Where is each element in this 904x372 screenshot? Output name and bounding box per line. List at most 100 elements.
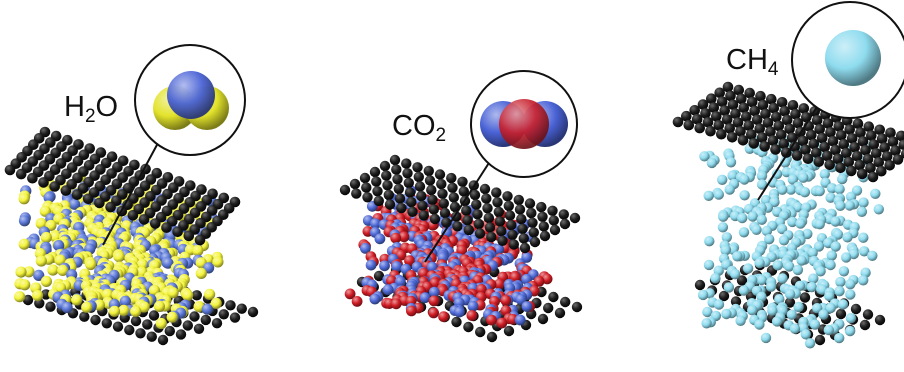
- fluid-particle: [842, 232, 853, 243]
- wall-atom: [730, 108, 741, 119]
- methane-bead: [825, 30, 881, 86]
- wall-atom: [471, 199, 482, 210]
- fluid-particle: [761, 225, 773, 237]
- fluid-particle: [754, 257, 765, 269]
- wall-atom: [148, 310, 160, 321]
- fluid-particle: [859, 246, 870, 257]
- wall-atom: [754, 123, 765, 134]
- fluid-particle: [15, 266, 27, 278]
- wall-atom: [741, 111, 752, 122]
- wall-atom: [474, 228, 486, 239]
- wall-atom: [193, 323, 205, 334]
- wall-atom: [396, 202, 407, 214]
- wall-atom: [82, 193, 94, 205]
- wall-atom: [527, 217, 538, 228]
- fluid-particle: [795, 218, 806, 229]
- fluid-particle: [360, 243, 371, 254]
- wall-atom: [733, 84, 745, 96]
- wall-atom: [821, 150, 833, 162]
- wall-atom: [463, 321, 474, 333]
- fluid-particle: [725, 157, 737, 168]
- wall-atom: [873, 157, 885, 168]
- fluid-particle: [819, 169, 830, 180]
- wall-atom: [161, 222, 172, 233]
- wall-atom: [406, 196, 417, 208]
- wall-atom: [211, 318, 223, 329]
- wall-atom: [463, 224, 474, 236]
- wall-atom: [413, 171, 424, 183]
- fluid-particle: [57, 264, 69, 276]
- fluid-particle: [723, 282, 735, 293]
- wall-atom: [705, 125, 716, 137]
- wall-atom: [833, 121, 845, 132]
- wall-atom: [854, 159, 865, 171]
- fluid-particle: [391, 261, 403, 272]
- wall-atom: [518, 233, 529, 244]
- top-wall: [339, 154, 581, 254]
- top-wall: [4, 126, 241, 246]
- pointer-line: [424, 151, 497, 263]
- wall-atom: [836, 130, 847, 141]
- fluid-particle: [428, 295, 440, 307]
- fluid-particle: [108, 305, 121, 317]
- fluid-particle: [784, 289, 796, 300]
- fluid-particle: [730, 269, 741, 280]
- wall-atom: [859, 319, 871, 331]
- wall-atom: [49, 181, 60, 192]
- wall-atom: [876, 133, 888, 144]
- panel-water: [4, 44, 259, 346]
- fluid-particle: [809, 319, 821, 330]
- wall-atom: [403, 177, 414, 189]
- wall-atom: [683, 119, 695, 131]
- wall-atom: [813, 156, 825, 167]
- fluid-particle: [870, 188, 881, 199]
- wall-atom: [371, 176, 382, 187]
- carbon-atom: [499, 99, 549, 149]
- molecule-carbon-dioxide: [480, 99, 568, 149]
- fluid-particle: [747, 211, 758, 222]
- wall-atom: [391, 164, 402, 175]
- fluid-particle: [138, 301, 150, 313]
- fluid-particle: [738, 227, 750, 238]
- wall-atom: [857, 136, 869, 147]
- fluid-particle: [807, 247, 818, 258]
- wall-atom: [548, 291, 559, 303]
- fluid-particle: [756, 274, 767, 286]
- wall-atom: [229, 312, 241, 323]
- fluid-particle: [825, 302, 836, 314]
- wall-atom: [516, 213, 527, 225]
- wall-atom: [372, 186, 383, 197]
- formula-subscript: 2: [84, 106, 96, 127]
- wall-atom: [819, 141, 830, 153]
- wall-atom: [381, 170, 392, 181]
- fluid-particle: [344, 288, 356, 300]
- wall-atom: [105, 201, 116, 213]
- fluid-particle: [834, 184, 845, 195]
- wall-atom: [549, 224, 561, 236]
- wall-atom: [736, 275, 748, 286]
- wall-atom: [22, 294, 34, 306]
- wall-atom: [755, 90, 766, 102]
- fluid-particle: [837, 299, 849, 310]
- wall-atom: [700, 108, 711, 119]
- fluid-particle: [789, 323, 801, 334]
- fluid-particle: [735, 315, 746, 326]
- wall-atom: [808, 138, 820, 150]
- wall-atom: [418, 210, 429, 221]
- fluid-particle: [858, 275, 869, 286]
- fluid-particle: [799, 187, 811, 198]
- wall-atom: [416, 190, 427, 202]
- wall-atom: [721, 114, 733, 125]
- fluid-particle: [765, 281, 777, 292]
- fluid-particle: [785, 184, 797, 195]
- label-methane: CH4: [726, 46, 778, 80]
- wall-atom: [504, 210, 516, 221]
- wall-atom: [424, 175, 436, 186]
- wall-atom: [791, 150, 803, 161]
- wall-atom: [479, 183, 491, 195]
- fluid-particle: [756, 214, 767, 225]
- wall-atom: [737, 135, 749, 146]
- wall-atom: [225, 300, 236, 311]
- wall-atom: [771, 111, 782, 123]
